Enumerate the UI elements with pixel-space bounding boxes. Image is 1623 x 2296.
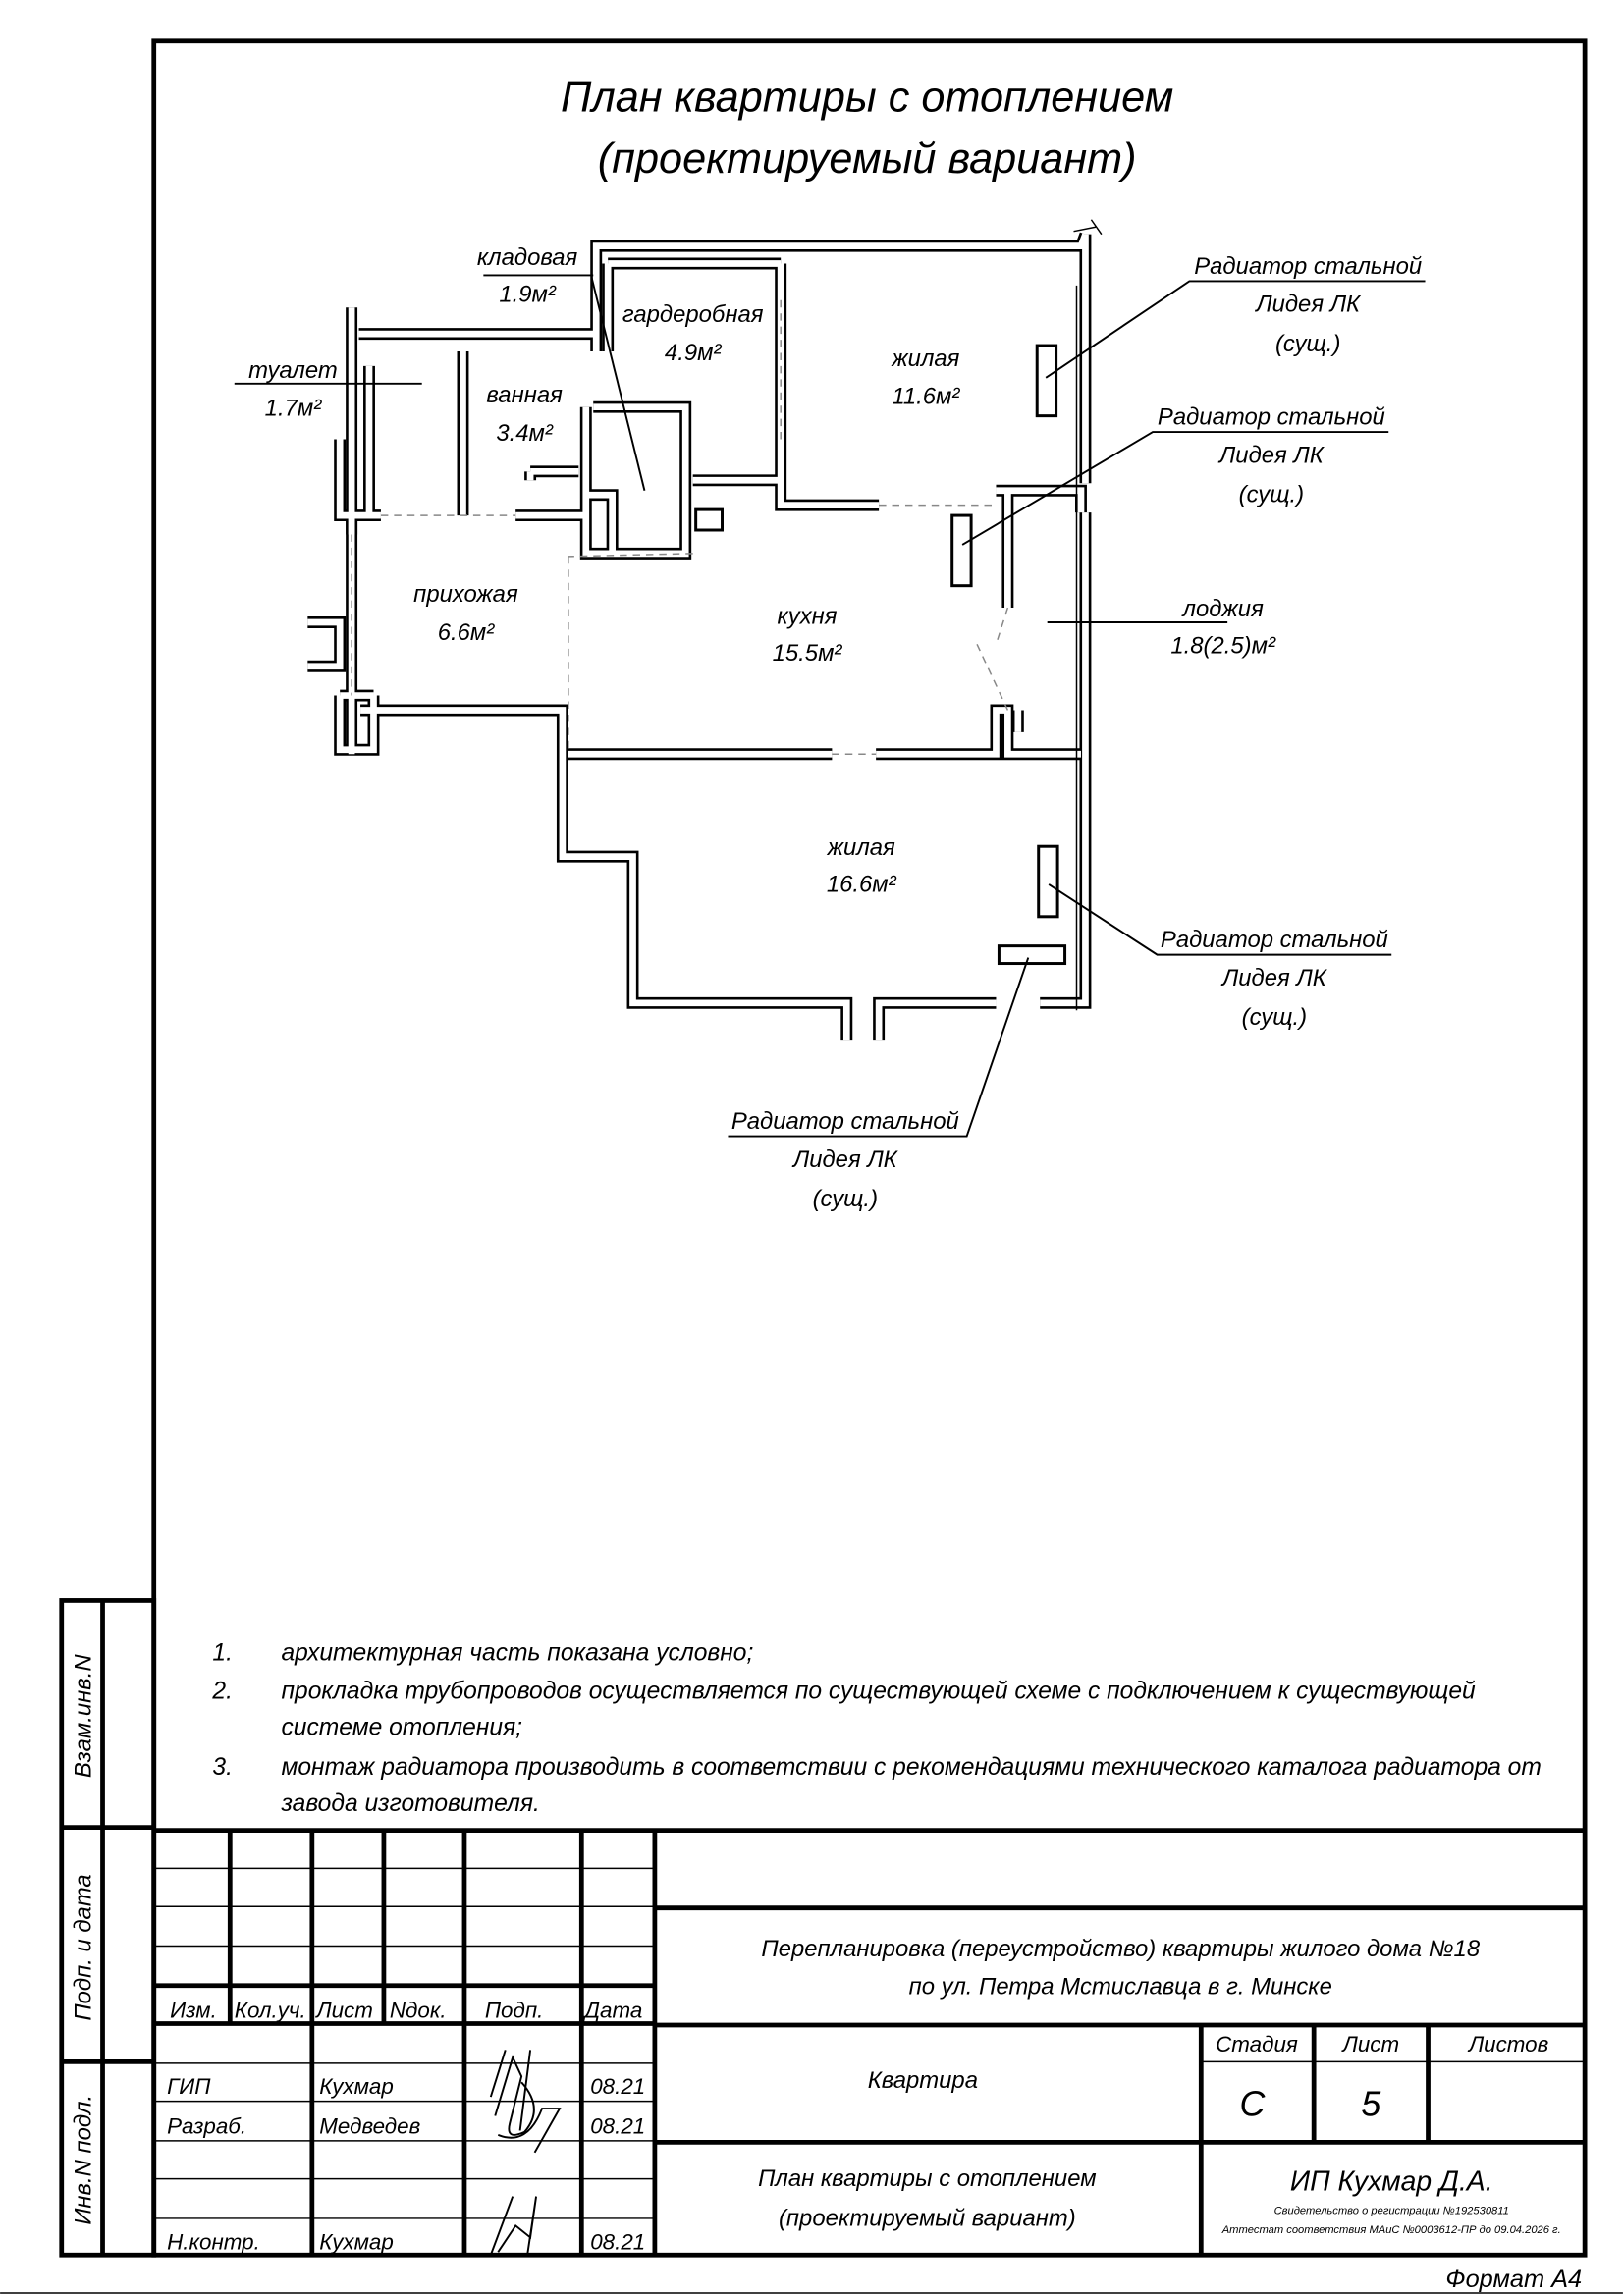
svg-text:системе отопления;: системе отопления; [282, 1715, 523, 1741]
name-razrab: Медведев [319, 2113, 420, 2138]
notes-list: 1. архитектурная часть показана условно;… [211, 1640, 1541, 1818]
stage-header: Стадия [1216, 2032, 1298, 2056]
svg-text:Радиатор стальной: Радиатор стальной [1161, 927, 1388, 953]
stamp-vzam-inv: Взам.инв.N [71, 1654, 97, 1778]
sheet-header: Лист [1341, 2032, 1400, 2056]
stage-value: С [1240, 2085, 1267, 2124]
svg-text:1.8(2.5)м²: 1.8(2.5)м² [1170, 632, 1276, 659]
signature-1 [489, 2050, 562, 2154]
object-name: Квартира [868, 2067, 978, 2094]
room-label-hallway: прихожая 6.6м² [413, 581, 518, 646]
walls [307, 219, 1103, 1041]
signature-2 [489, 2196, 538, 2256]
room-label-storage: кладовая 1.9м² [477, 244, 578, 307]
svg-text:Лидея ЛК: Лидея ЛК [1254, 292, 1362, 318]
svg-text:1.9м²: 1.9м² [499, 281, 557, 307]
project-title-line2: по ул. Петра Мстиславца в г. Минске [909, 1974, 1332, 2001]
svg-text:Радиатор стальной: Радиатор стальной [1158, 404, 1385, 431]
svg-text:4.9м²: 4.9м² [665, 340, 723, 366]
stamp-inv-podl: Инв.N подл. [71, 2095, 97, 2225]
name-gip: Кухмар [319, 2074, 394, 2099]
role-nkontr: Н.контр. [167, 2229, 260, 2254]
svg-text:11.6м²: 11.6м² [892, 384, 960, 410]
svg-text:(сущ.): (сущ.) [1239, 482, 1304, 508]
header-list: Лист [314, 1999, 373, 2023]
role-gip: ГИП [167, 2074, 211, 2099]
svg-text:кухня: кухня [778, 603, 838, 629]
svg-text:16.6м²: 16.6м² [827, 871, 897, 897]
room-label-kitchen: кухня 15.5м² [773, 603, 843, 666]
radiator-4 [997, 944, 1067, 966]
drawing-title-line2: (проектируемый вариант) [598, 135, 1137, 183]
svg-text:лоджия: лоджия [1180, 596, 1264, 622]
date-nkontr: 08.21 [590, 2229, 645, 2254]
svg-text:15.5м²: 15.5м² [773, 640, 843, 667]
svg-text:(сущ.): (сущ.) [1242, 1004, 1307, 1031]
floor-plan: кладовая 1.9м² гардеробная 4.9м² жилая 11.6… [234, 219, 1426, 1212]
room-label-toilet: туалет 1.7м² [248, 357, 338, 422]
svg-text:монтаж радиатора производить в: монтаж радиатора производить в соответст… [282, 1754, 1542, 1781]
svg-text:3.4м²: 3.4м² [496, 420, 554, 447]
header-data: Дата [581, 1999, 642, 2023]
svg-text:1.: 1. [212, 1640, 233, 1667]
title-block: Изм. Кол.уч. Лист Nдок. Подп. Дата ГИП К… [153, 1828, 1586, 2256]
project-title-line1: Перепланировка (переустройство) квартиры… [761, 1936, 1480, 1962]
svg-text:жилая: жилая [891, 346, 959, 372]
svg-text:ванная: ванная [486, 382, 563, 408]
radiator-2 [950, 513, 973, 588]
sheet-title-line2: (проектируемый вариант) [779, 2205, 1076, 2231]
date-gip: 08.21 [590, 2074, 645, 2099]
room-label-loggia: лоджия 1.8(2.5)м² [1170, 596, 1276, 659]
svg-text:(сущ.): (сущ.) [1275, 331, 1340, 357]
radiator-callout-2: Радиатор стальной Лидея ЛК (сущ.) [961, 404, 1389, 546]
room-label-living-1: жилая 11.6м² [891, 346, 960, 410]
header-podp: Подп. [485, 1999, 544, 2023]
radiator-callout-3: Радиатор стальной Лидея ЛК (сущ.) [1048, 883, 1392, 1031]
format-label: Формат А4 [1445, 2266, 1582, 2293]
svg-text:архитектурная часть показана у: архитектурная часть показана условно; [282, 1640, 754, 1667]
radiator-callout-1: Радиатор стальной Лидея ЛК (сущ.) [1045, 253, 1426, 379]
svg-text:Радиатор стальной: Радиатор стальной [1194, 253, 1422, 280]
sheets-header: Листов [1467, 2032, 1548, 2056]
svg-text:кладовая: кладовая [477, 244, 578, 271]
svg-text:Радиатор стальной: Радиатор стальной [731, 1108, 959, 1135]
svg-text:6.6м²: 6.6м² [438, 619, 496, 646]
stamp-podp-data: Подп. и дата [71, 1874, 97, 2020]
header-ndok: Nдок. [390, 1999, 447, 2023]
svg-text:прокладка трубопроводов осущес: прокладка трубопроводов осуществляется п… [282, 1678, 1477, 1704]
company-certificate: Аттестат соответствия МАиС №0003612-ПР д… [1221, 2224, 1561, 2236]
svg-text:Лидея ЛК: Лидея ЛК [1220, 965, 1328, 991]
drawing-title-line1: План квартиры с отоплением [561, 74, 1173, 121]
company-name: ИП Кухмар Д.А. [1290, 2166, 1493, 2198]
radiator-callout-4: Радиатор стальной Лидея ЛК (сущ.) [728, 957, 1030, 1212]
radiator-1 [1035, 344, 1058, 418]
radiator-3 [1037, 844, 1059, 919]
side-stamp: Взам.инв.N Подп. и дата Инв.N подл. [59, 1598, 157, 2258]
sheet-value: 5 [1361, 2085, 1380, 2124]
sheet-frame [151, 38, 1588, 2258]
room-label-living-2: жилая 16.6м² [827, 834, 897, 897]
room-label-wardrobe: гардеробная 4.9м² [622, 301, 764, 366]
name-nkontr: Кухмар [319, 2229, 394, 2254]
svg-text:жилая: жилая [827, 834, 895, 861]
svg-text:туалет: туалет [248, 357, 338, 384]
svg-text:3.: 3. [212, 1754, 233, 1781]
svg-text:1.7м²: 1.7м² [265, 396, 323, 422]
openings [234, 274, 1228, 755]
svg-text:Лидея ЛК: Лидея ЛК [1217, 442, 1325, 468]
date-razrab: 08.21 [590, 2113, 645, 2138]
svg-text:прихожая: прихожая [413, 581, 518, 608]
svg-text:гардеробная: гардеробная [622, 301, 764, 328]
svg-text:Лидея ЛК: Лидея ЛК [791, 1147, 899, 1173]
sheet-title-line1: План квартиры с отоплением [758, 2165, 1096, 2192]
svg-text:завода изготовителя.: завода изготовителя. [281, 1790, 540, 1817]
company-registration: Свидетельство о регистрации №192530811 [1274, 2205, 1509, 2216]
svg-text:(сущ.): (сущ.) [813, 1186, 878, 1212]
header-izm: Изм. [170, 1999, 217, 2023]
room-label-bathroom: ванная 3.4м² [486, 382, 563, 447]
svg-text:2.: 2. [211, 1678, 233, 1704]
role-razrab: Разраб. [167, 2113, 246, 2138]
header-kol-uch: Кол.уч. [235, 1999, 306, 2023]
